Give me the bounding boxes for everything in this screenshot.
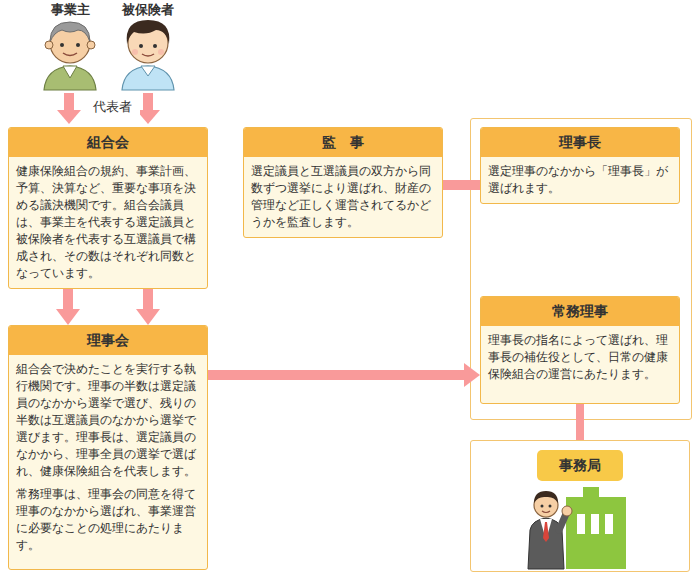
node-heading: 組合会 [9, 128, 207, 157]
node-body: 選定議員と互選議員の双方から同数ずつ選挙により選ばれ、財産の管理など正しく運営さ… [244, 157, 442, 237]
node-heading: 理事会 [9, 326, 207, 355]
employer-figure [44, 22, 96, 90]
node-heading: 常務理事 [481, 297, 679, 326]
assembly-box: 組合会健康保険組合の規約、事業計画、予算、決算など、重要な事項を決める議決機関で… [8, 127, 208, 289]
board-box: 理事会組合会で決めたことを実行する執行機関です。理事の半数は選定議員のなかから選… [8, 325, 208, 570]
node-body: 常務理事は、理事会の同意を得て理事のなかから選ばれ、事業運営に必要なことの処理に… [9, 486, 207, 560]
connector-arrow [143, 289, 153, 309]
connector-arrow [576, 404, 584, 440]
node-heading: 事務局 [537, 450, 623, 481]
node-body: 健康保険組合の規約、事業計画、予算、決算など、重要な事項を決める議決機関です。組… [9, 157, 207, 288]
office-illustration [528, 487, 626, 569]
connector-arrow [63, 289, 73, 309]
connector-arrow [208, 370, 464, 380]
node-heading: 理事長 [481, 128, 679, 157]
representative-arrows [57, 93, 160, 124]
figure-label: 被保険者 [113, 2, 183, 18]
figure-label: 事業主 [40, 2, 100, 18]
connector-arrow [443, 180, 480, 190]
auditor-box: 監 事選定議員と互選議員の双方から同数ずつ選挙により選ばれ、財産の管理など正しく… [243, 127, 443, 238]
chairman-box: 理事長選定理事のなかから「理事長」が選ばれます。 [480, 127, 680, 204]
node-body: 選定理事のなかから「理事長」が選ばれます。 [481, 157, 679, 203]
node-body: 理事長の指名によって選ばれ、理事長の補佐役として、日常の健康保険組合の運営にあた… [481, 326, 679, 389]
arrow-label: 代表者 [84, 99, 140, 115]
office-box: 事務局 [470, 440, 690, 572]
node-heading: 監 事 [244, 128, 442, 157]
insured-figure [122, 20, 174, 90]
executive-box: 常務理事理事長の指名によって選ばれ、理事長の補佐役として、日常の健康保険組合の運… [480, 296, 680, 404]
node-body: 組合会で決めたことを実行する執行機関です。理事の半数は選定議員のなかから選挙で選… [9, 355, 207, 486]
